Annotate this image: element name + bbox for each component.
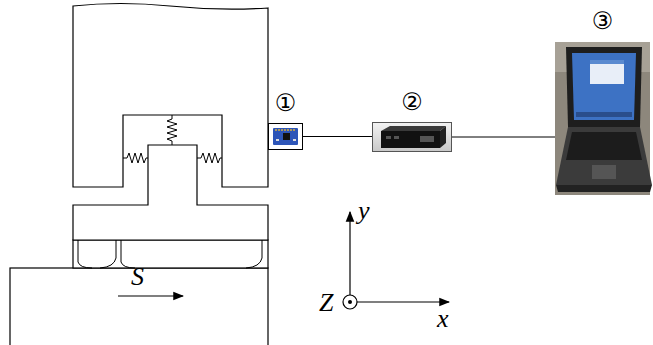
laptop-box: ③ [555, 42, 650, 195]
callout-number: ① [275, 91, 297, 115]
spring-symbol [123, 115, 222, 163]
feed-label: S [131, 264, 144, 290]
callout-number: ② [401, 90, 423, 114]
laptop-image [555, 42, 652, 195]
coordinate-axes [343, 212, 449, 309]
signal-wire [452, 137, 555, 138]
daq-device-image [373, 123, 451, 151]
axis-label: Z [319, 290, 333, 316]
daq-box: ② [372, 122, 452, 152]
accelerometer-image [271, 126, 300, 147]
axis-label: x [437, 306, 449, 332]
roller-guide [73, 240, 268, 268]
feed-arrow [118, 295, 183, 296]
axis-label: y [358, 198, 370, 224]
machine-body [73, 4, 268, 188]
signal-wire [303, 136, 372, 137]
callout-number: ③ [592, 9, 614, 33]
sensor-box: ① [268, 123, 303, 150]
